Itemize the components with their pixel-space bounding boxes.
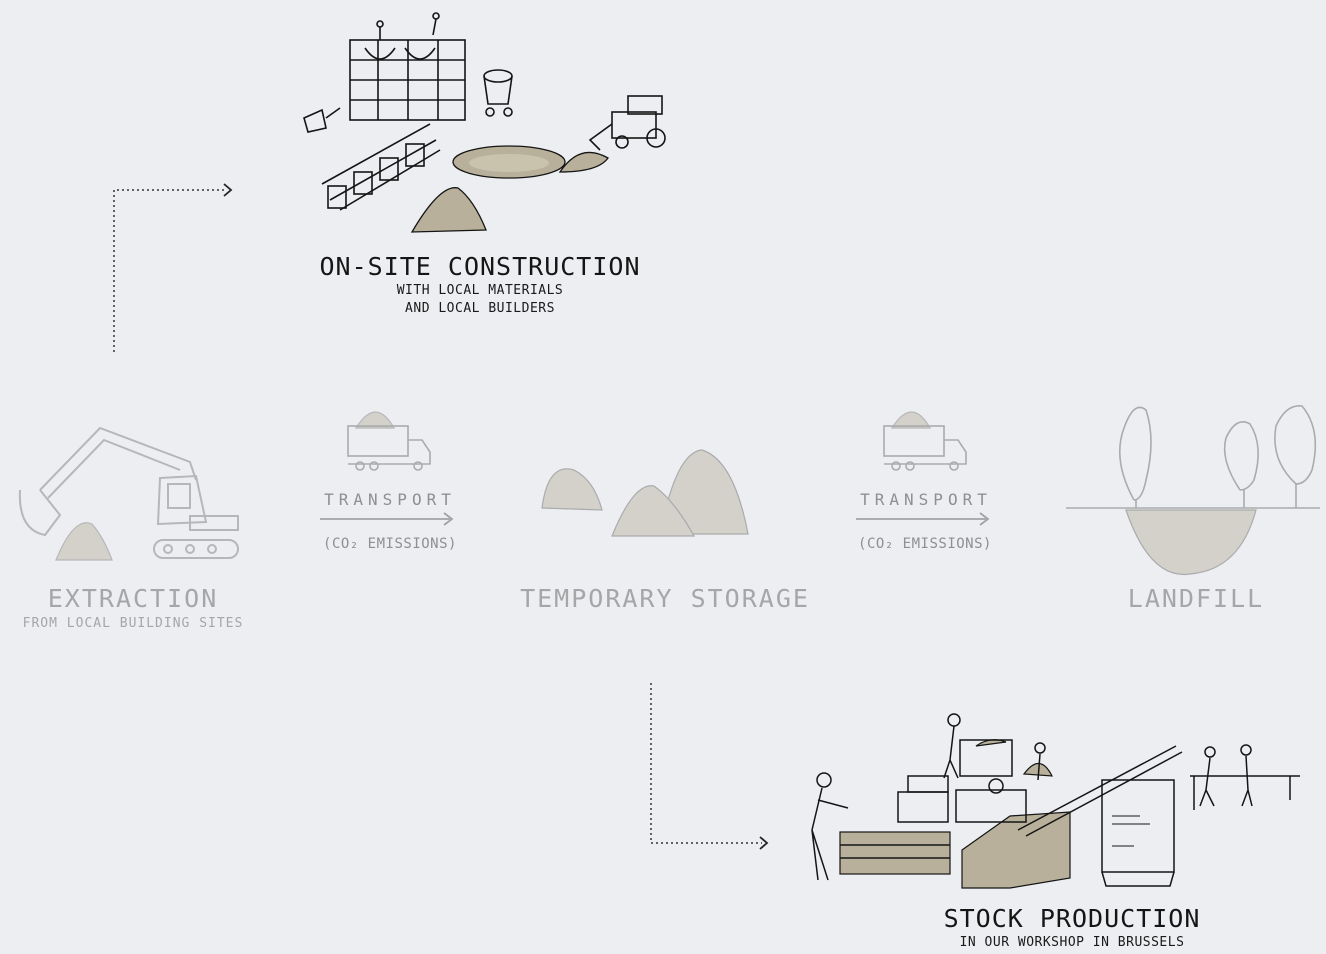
stock-subtitle: IN OUR WORKSHOP IN BRUSSELS [920, 934, 1224, 952]
stock-title: STOCK PRODUCTION [920, 904, 1224, 933]
